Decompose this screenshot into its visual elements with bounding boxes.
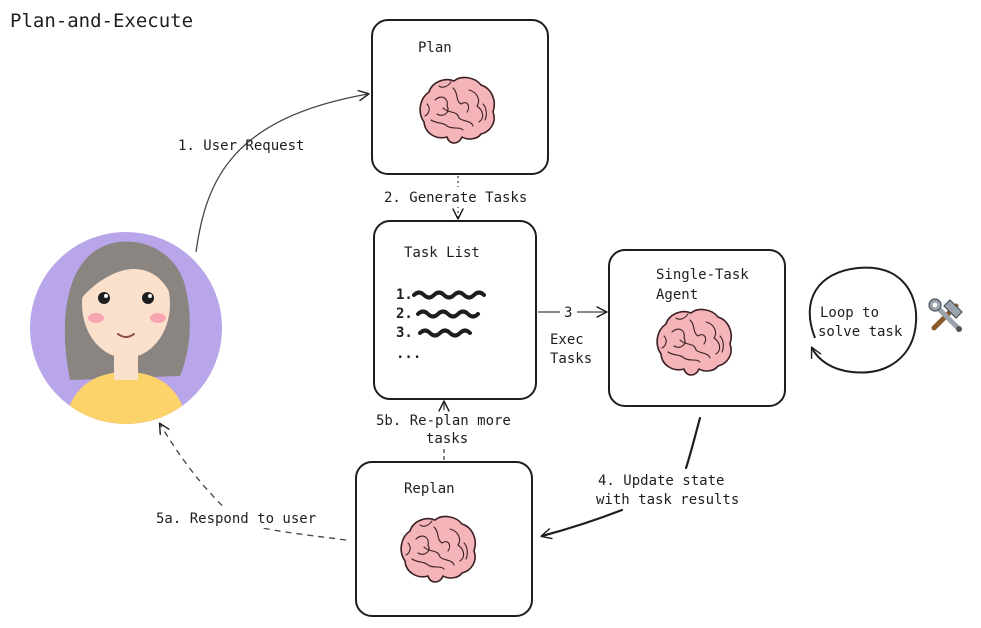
task-list-label: Task List [404, 245, 480, 261]
scribble-line-2 [416, 309, 480, 319]
scribble-line-1 [412, 290, 486, 300]
brain-icon [656, 308, 733, 376]
loop-arrow [808, 266, 918, 374]
scribble-line-3 [418, 328, 472, 338]
edge-respond-user [158, 422, 347, 541]
agent-node-label-line2: Agent [656, 287, 698, 303]
task-item-ellipsis: ... [396, 346, 421, 362]
edge-label-update-line2: with task results [596, 492, 739, 508]
edge-label-exec-number: 3 [564, 305, 572, 321]
replan-node-label: Replan [404, 481, 455, 497]
edge-label-exec-line2: Tasks [550, 351, 592, 367]
edge-update-state-b [540, 508, 624, 540]
loop-label-line2: solve task [818, 324, 903, 340]
task-item-number-1: 1. [396, 287, 413, 303]
edge-label-update-line1: 4. Update state [598, 473, 724, 489]
edge-user-request [195, 89, 370, 253]
loop-label-line1: Loop to [820, 305, 879, 321]
edge-label-exec-line1: Exec [550, 332, 584, 348]
agent-node-label-line1: Single-Task [656, 267, 749, 283]
edge-label-generate-tasks: 2. Generate Tasks [384, 190, 527, 206]
edge-label-replan-line2: tasks [426, 431, 468, 447]
diagram-title: Plan-and-Execute [10, 10, 193, 32]
task-list-node: Task List 1. 2. 3. ... [373, 220, 537, 400]
plan-node: Plan [371, 19, 549, 175]
edge-label-replan-line1: 5b. Re-plan more [376, 413, 511, 429]
plan-node-label: Plan [418, 40, 452, 56]
task-list-box [373, 220, 537, 400]
brain-icon [419, 76, 496, 144]
tools-icon [928, 298, 963, 332]
task-item-number-3: 3. [396, 325, 413, 341]
user-avatar [30, 232, 222, 424]
edge-label-bg [380, 187, 538, 207]
task-item-number-2: 2. [396, 306, 413, 322]
replan-node: Replan [355, 461, 533, 617]
loop-node: Loop to solve task [808, 266, 918, 374]
edge-label-user-request: 1. User Request [178, 138, 304, 154]
edge-label-respond: 5a. Respond to user [156, 511, 316, 527]
agent-node: Single-Task Agent [608, 249, 786, 407]
edge-update-state-a [684, 416, 702, 470]
brain-icon [400, 515, 477, 583]
edge-label-bg [154, 508, 326, 528]
